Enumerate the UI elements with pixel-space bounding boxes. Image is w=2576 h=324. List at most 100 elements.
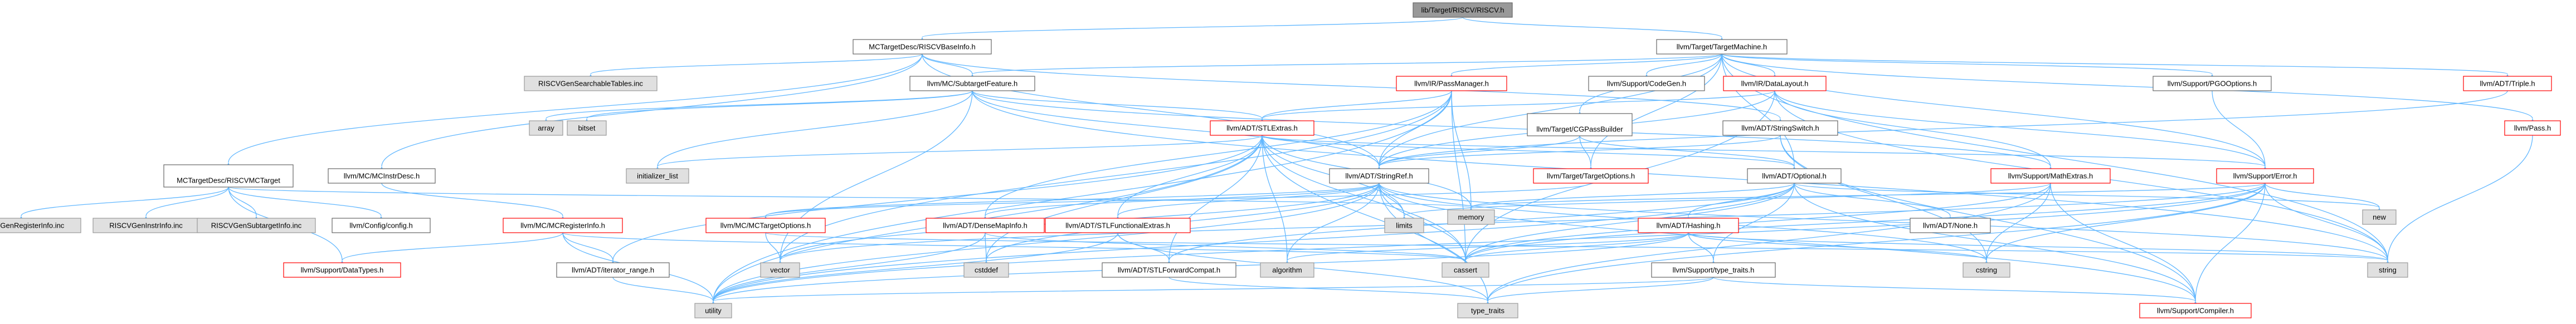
node-box xyxy=(853,39,992,55)
graph-node-config-config[interactable]: llvm/Config/config.h xyxy=(332,218,431,233)
graph-node-riscvgensubtargetinfo: RISCVGenSubtargetInfo.inc xyxy=(197,218,316,233)
edge-mc-mcregisterinfo-to-support-datatypes xyxy=(339,232,563,266)
graph-node-ir-datalayout[interactable]: llvm/IR/DataLayout.h xyxy=(1723,76,1827,91)
graph-node-mc-mcregisterinfo[interactable]: llvm/MC/MCRegisterInfo.h xyxy=(503,218,623,233)
node-box xyxy=(1651,262,1776,278)
graph-node-array: array xyxy=(529,120,563,136)
node-box xyxy=(926,218,1045,233)
graph-node-support-datatypes[interactable]: llvm/Support/DataTypes.h xyxy=(283,262,401,278)
graph-node-root[interactable]: lib/Target/RISCV/RISCV.h xyxy=(1413,2,1513,18)
graph-node-mctargetdesc-riscvbaseinfo[interactable]: MCTargetDesc/RISCVBaseInfo.h xyxy=(853,39,992,55)
graph-node-support-codegen[interactable]: llvm/Support/CodeGen.h xyxy=(1588,76,1705,91)
graph-node-support-pgooptions[interactable]: llvm/Support/PGOOptions.h xyxy=(2153,76,2272,91)
node-box xyxy=(1329,168,1429,184)
node-label: llvm/ADT/Triple.h xyxy=(2480,80,2535,88)
graph-node-adt-stlextras[interactable]: llvm/ADT/STLExtras.h xyxy=(1210,120,1314,136)
node-box xyxy=(2463,76,2552,91)
node-box xyxy=(2153,76,2272,91)
graph-node-mc-mctargetoptions[interactable]: llvm/MC/MCTargetOptions.h xyxy=(705,218,826,233)
edge-adt-triple-to-adt-stringref xyxy=(1376,90,2508,172)
node-label: llvm/ADT/Optional.h xyxy=(1762,172,1827,180)
graph-node-pass[interactable]: llvm/Pass.h xyxy=(2504,120,2561,136)
graph-node-support-type-traits[interactable]: llvm/Support/type_traits.h xyxy=(1651,262,1776,278)
edge-support-type-traits-to-type-traits xyxy=(1485,277,1714,307)
node-box xyxy=(705,218,826,233)
graph-node-mc-mcinstrdesc[interactable]: llvm/MC/MCInstrDesc.h xyxy=(328,168,436,184)
edge-mctargetdesc-riscvmctargetdesc-to-riscvgeninstrinfo xyxy=(143,186,229,222)
edge-mctargetdesc-riscvbaseinfo-to-mctargetdesc-riscvmctargetdesc xyxy=(226,53,923,168)
graph-node-adt-stlforwardcompat[interactable]: llvm/ADT/STLForwardCompat.h xyxy=(1102,262,1236,278)
graph-node-adt-optional[interactable]: llvm/ADT/Optional.h xyxy=(1747,168,1842,184)
edge-mctargetdesc-riscvbaseinfo-to-adt-stringswitch xyxy=(922,53,1783,124)
graph-node-target-targetoptions[interactable]: llvm/Target/TargetOptions.h xyxy=(1533,168,1649,184)
edge-adt-stringref-to-support-compiler xyxy=(1379,183,2198,307)
node-label: llvm/Support/DataTypes.h xyxy=(301,266,384,274)
edge-ir-datalayout-to-adt-stlextras xyxy=(1259,90,1775,124)
edge-mc-mcregisterinfo-to-adt-iterator-range xyxy=(562,232,616,266)
node-box xyxy=(0,218,81,233)
edge-mctargetdesc-riscvmctargetdesc-to-riscvgenregisterinfo xyxy=(18,186,229,222)
edge-adt-optional-to-cassert xyxy=(1463,183,1795,266)
edge-support-type-traits-to-support-compiler xyxy=(1713,277,2198,307)
graph-node-mctargetdesc-riscvmctargetdesc[interactable]: MCTargetDesc/RISCVMCTarget xyxy=(163,164,294,188)
graph-node-adt-stlfunctionalextras[interactable]: llvm/ADT/STLFunctionalExtras.h xyxy=(1045,218,1191,233)
node-box xyxy=(556,262,670,278)
graph-node-adt-stringswitch[interactable]: llvm/ADT/StringSwitch.h xyxy=(1722,120,1838,136)
edge-mc-mcinstrdesc-to-mc-mcregisterinfo xyxy=(381,183,566,222)
graph-node-adt-iterator-range[interactable]: llvm/ADT/iterator_range.h xyxy=(556,262,670,278)
node-label: llvm/ADT/STLForwardCompat.h xyxy=(1118,266,1220,274)
node-box xyxy=(197,218,316,233)
node-box xyxy=(1963,262,2010,278)
edge-ir-passmanager-to-adt-stlextras xyxy=(1259,90,1452,124)
graph-node-adt-triple[interactable]: llvm/ADT/Triple.h xyxy=(2463,76,2552,91)
edge-support-mathextras-to-type-traits xyxy=(1485,183,2051,307)
graph-node-support-compiler[interactable]: llvm/Support/Compiler.h xyxy=(2139,303,2252,318)
graph-node-ir-passmanager[interactable]: llvm/IR/PassManager.h xyxy=(1396,76,1507,91)
edge-adt-stlextras-to-adt-optional xyxy=(1262,135,1797,172)
node-label: llvm/MC/SubtargetFeature.h xyxy=(927,80,1018,88)
graph-node-target-targetmachine[interactable]: llvm/Target/TargetMachine.h xyxy=(1656,39,1788,55)
graph-node-algorithm: algorithm xyxy=(1260,262,1314,278)
edge-mc-subtargetfeature-to-bitset xyxy=(584,90,973,124)
edge-adt-iterator-range-to-utility xyxy=(612,277,716,307)
node-label: vector xyxy=(770,266,790,274)
graph-node-riscvgenregisterinfo: RISCVGenRegisterInfo.inc xyxy=(0,218,81,233)
node-box xyxy=(1990,168,2111,184)
node-box xyxy=(2216,168,2314,184)
graph-node-initializer-list: initializer_list xyxy=(626,168,689,184)
node-label: limits xyxy=(1396,222,1413,230)
node-box xyxy=(524,76,658,91)
node-box xyxy=(1457,303,1518,318)
graph-node-adt-none[interactable]: llvm/ADT/None.h xyxy=(1910,218,1991,233)
node-label: algorithm xyxy=(1272,266,1302,274)
edge-support-pgooptions-to-support-error xyxy=(2212,90,2268,172)
node-label: llvm/IR/DataLayout.h xyxy=(1741,80,1809,88)
graph-node-support-error[interactable]: llvm/Support/Error.h xyxy=(2216,168,2314,184)
edge-target-targetmachine-to-support-pgooptions xyxy=(1721,53,2215,80)
node-label: llvm/Support/MathExtras.h xyxy=(2008,172,2093,180)
edge-adt-stringref-to-string xyxy=(1379,183,2390,266)
node-box xyxy=(2139,303,2252,318)
node-box xyxy=(1442,262,1489,278)
node-box xyxy=(694,303,732,318)
node-box xyxy=(567,120,607,136)
edge-mc-mctargetoptions-to-vector xyxy=(765,232,783,266)
node-label: llvm/Target/TargetMachine.h xyxy=(1677,43,1767,51)
graph-node-adt-hashing[interactable]: llvm/ADT/Hashing.h xyxy=(1638,218,1739,233)
graph-node-target-cgpassbuilderoption[interactable]: llvm/Target/CGPassBuilder xyxy=(1527,113,1633,136)
node-box xyxy=(1656,39,1788,55)
edge-adt-stringswitch-to-adt-stringref xyxy=(1376,135,1781,172)
edge-adt-densemapinfo-to-cassert xyxy=(985,232,1468,266)
edge-ir-passmanager-to-utility xyxy=(710,90,1452,307)
graph-node-adt-stringref[interactable]: llvm/ADT/StringRef.h xyxy=(1329,168,1429,184)
graph-node-support-mathextras[interactable]: llvm/Support/MathExtras.h xyxy=(1990,168,2111,184)
node-box xyxy=(2504,120,2561,136)
edge-adt-hashing-to-string xyxy=(1688,232,2390,266)
node-label: llvm/Support/Error.h xyxy=(2233,172,2297,180)
edge-adt-optional-to-new xyxy=(1794,183,2382,213)
node-label: llvm/ADT/StringRef.h xyxy=(1345,172,1413,180)
graph-node-mc-subtargetfeature[interactable]: llvm/MC/SubtargetFeature.h xyxy=(909,76,1035,91)
graph-node-cstddef: cstddef xyxy=(963,262,1009,278)
graph-node-adt-densemapinfo[interactable]: llvm/ADT/DenseMapInfo.h xyxy=(926,218,1045,233)
edge-mctargetdesc-riscvbaseinfo-to-adt-stringref xyxy=(922,53,1382,172)
